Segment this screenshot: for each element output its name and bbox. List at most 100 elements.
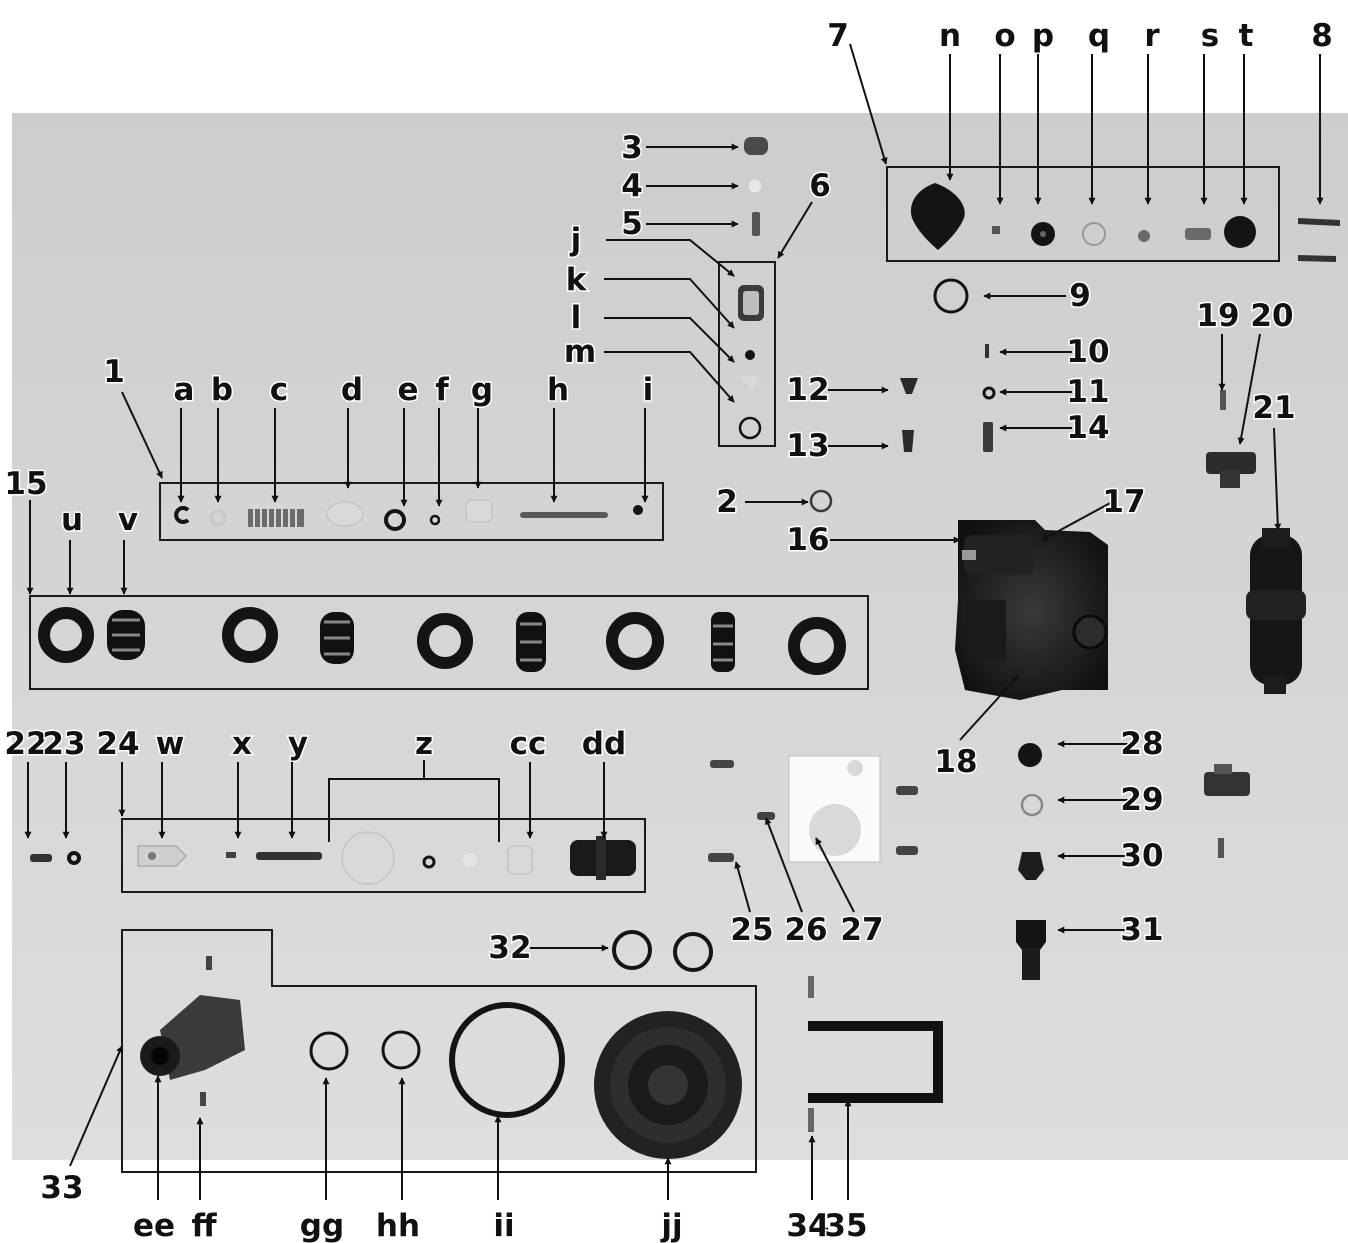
leader-arrows bbox=[24, 43, 1324, 1200]
arrow-6k bbox=[604, 278, 735, 329]
arrow-7 bbox=[849, 43, 888, 165]
part-29 bbox=[1020, 793, 1044, 817]
seal-ring-2 bbox=[222, 607, 278, 663]
label-hh: hh bbox=[376, 1208, 420, 1243]
label-17: 17 bbox=[1102, 484, 1145, 520]
part-16-pump-body bbox=[955, 520, 1108, 700]
label-c: c bbox=[270, 372, 288, 408]
label-21: 21 bbox=[1252, 390, 1295, 426]
label-24: 24 bbox=[96, 726, 139, 762]
label-ee: ee bbox=[133, 1208, 175, 1243]
part-24z-cap bbox=[341, 831, 395, 885]
arrow-27 bbox=[815, 837, 855, 913]
label-26: 26 bbox=[784, 912, 827, 948]
group-box-24 bbox=[121, 818, 646, 893]
part-27-gasket bbox=[788, 755, 881, 863]
part-12 bbox=[900, 378, 918, 394]
label-15: 15 bbox=[4, 466, 47, 502]
part-33hh-oring bbox=[381, 1030, 421, 1070]
label-1: 1 bbox=[103, 354, 125, 390]
part-24y bbox=[256, 852, 322, 860]
label-i: i bbox=[643, 372, 654, 408]
label-27: 27 bbox=[840, 912, 883, 948]
label-35: 35 bbox=[824, 1208, 867, 1243]
label-7: 7 bbox=[827, 18, 849, 54]
part-1a-clip bbox=[174, 506, 190, 524]
label-14: 14 bbox=[1066, 410, 1109, 446]
part-19 bbox=[1220, 390, 1226, 410]
label-33: 33 bbox=[40, 1170, 83, 1206]
label-j: j bbox=[569, 222, 582, 258]
label-v: v bbox=[118, 502, 138, 538]
part-1d-seal bbox=[326, 501, 364, 527]
label-2: 2 bbox=[716, 484, 738, 520]
part-23 bbox=[67, 851, 81, 865]
label-8: 8 bbox=[1311, 18, 1333, 54]
part-21-connector bbox=[1246, 528, 1306, 694]
part-7q-oring bbox=[1082, 222, 1106, 246]
label-5: 5 bbox=[621, 206, 643, 242]
part-25-screw-b bbox=[708, 853, 734, 862]
label-p: p bbox=[1032, 18, 1054, 54]
ring-row-15 bbox=[38, 607, 846, 675]
label-a: a bbox=[174, 372, 195, 408]
label-3: 3 bbox=[621, 130, 643, 166]
label-q: q bbox=[1088, 18, 1110, 54]
label-e: e bbox=[397, 372, 418, 408]
label-25: 25 bbox=[730, 912, 773, 948]
label-16: 16 bbox=[786, 522, 829, 558]
bearing-3 bbox=[516, 612, 546, 672]
seal-ring-4 bbox=[606, 612, 664, 670]
label-t: t bbox=[1239, 18, 1254, 54]
part-27-screw-a bbox=[896, 786, 918, 795]
part-5 bbox=[752, 212, 760, 236]
part-35-u-bracket bbox=[808, 1021, 943, 1103]
label-ii: ii bbox=[493, 1208, 514, 1243]
label-o: o bbox=[994, 18, 1015, 54]
group-box-1 bbox=[159, 482, 664, 541]
label-18: 18 bbox=[934, 744, 977, 780]
part-11 bbox=[982, 386, 996, 400]
label-jj: jj bbox=[659, 1208, 682, 1243]
part-7o bbox=[992, 226, 1000, 234]
part-14 bbox=[983, 422, 993, 452]
arrow-6 bbox=[777, 201, 813, 259]
label-m: m bbox=[564, 334, 596, 370]
part-33jj-cap bbox=[594, 1011, 742, 1159]
label-23: 23 bbox=[42, 726, 85, 762]
callout-labels: 1 a b c d e f g h i 3 4 5 6 j k l m 7 n … bbox=[3, 17, 1334, 1243]
part-33-pin-top bbox=[206, 956, 212, 970]
part-1g-cap bbox=[465, 499, 493, 523]
group-box-7 bbox=[886, 166, 1280, 262]
part-7r bbox=[1138, 230, 1150, 242]
label-34: 34 bbox=[786, 1208, 829, 1243]
part-9-oring bbox=[933, 278, 969, 314]
part-2-oring bbox=[809, 489, 833, 513]
label-6: 6 bbox=[809, 168, 831, 204]
label-r: r bbox=[1144, 18, 1160, 54]
label-20: 20 bbox=[1250, 298, 1293, 334]
part-8-pin-a bbox=[1298, 218, 1340, 226]
label-f: f bbox=[435, 372, 449, 408]
part-24dd bbox=[570, 836, 636, 880]
seal-ring-3 bbox=[417, 613, 473, 669]
label-g: g bbox=[471, 372, 493, 408]
part-1i-ball bbox=[633, 505, 643, 515]
label-29: 29 bbox=[1120, 782, 1163, 818]
part-7s bbox=[1185, 228, 1211, 240]
label-12: 12 bbox=[786, 372, 829, 408]
label-l: l bbox=[571, 300, 582, 336]
label-z: z bbox=[415, 726, 433, 762]
part-10 bbox=[985, 344, 989, 358]
label-22: 22 bbox=[4, 726, 47, 762]
arrow-1 bbox=[121, 391, 163, 479]
label-b: b bbox=[211, 372, 233, 408]
label-x: x bbox=[232, 726, 252, 762]
part-1b-washer bbox=[209, 509, 227, 527]
bearing-4 bbox=[711, 612, 735, 672]
part-34-pin-a bbox=[808, 976, 814, 998]
label-31: 31 bbox=[1120, 912, 1163, 948]
part-24x bbox=[226, 852, 236, 858]
part-20-clip-2 bbox=[1204, 764, 1250, 796]
